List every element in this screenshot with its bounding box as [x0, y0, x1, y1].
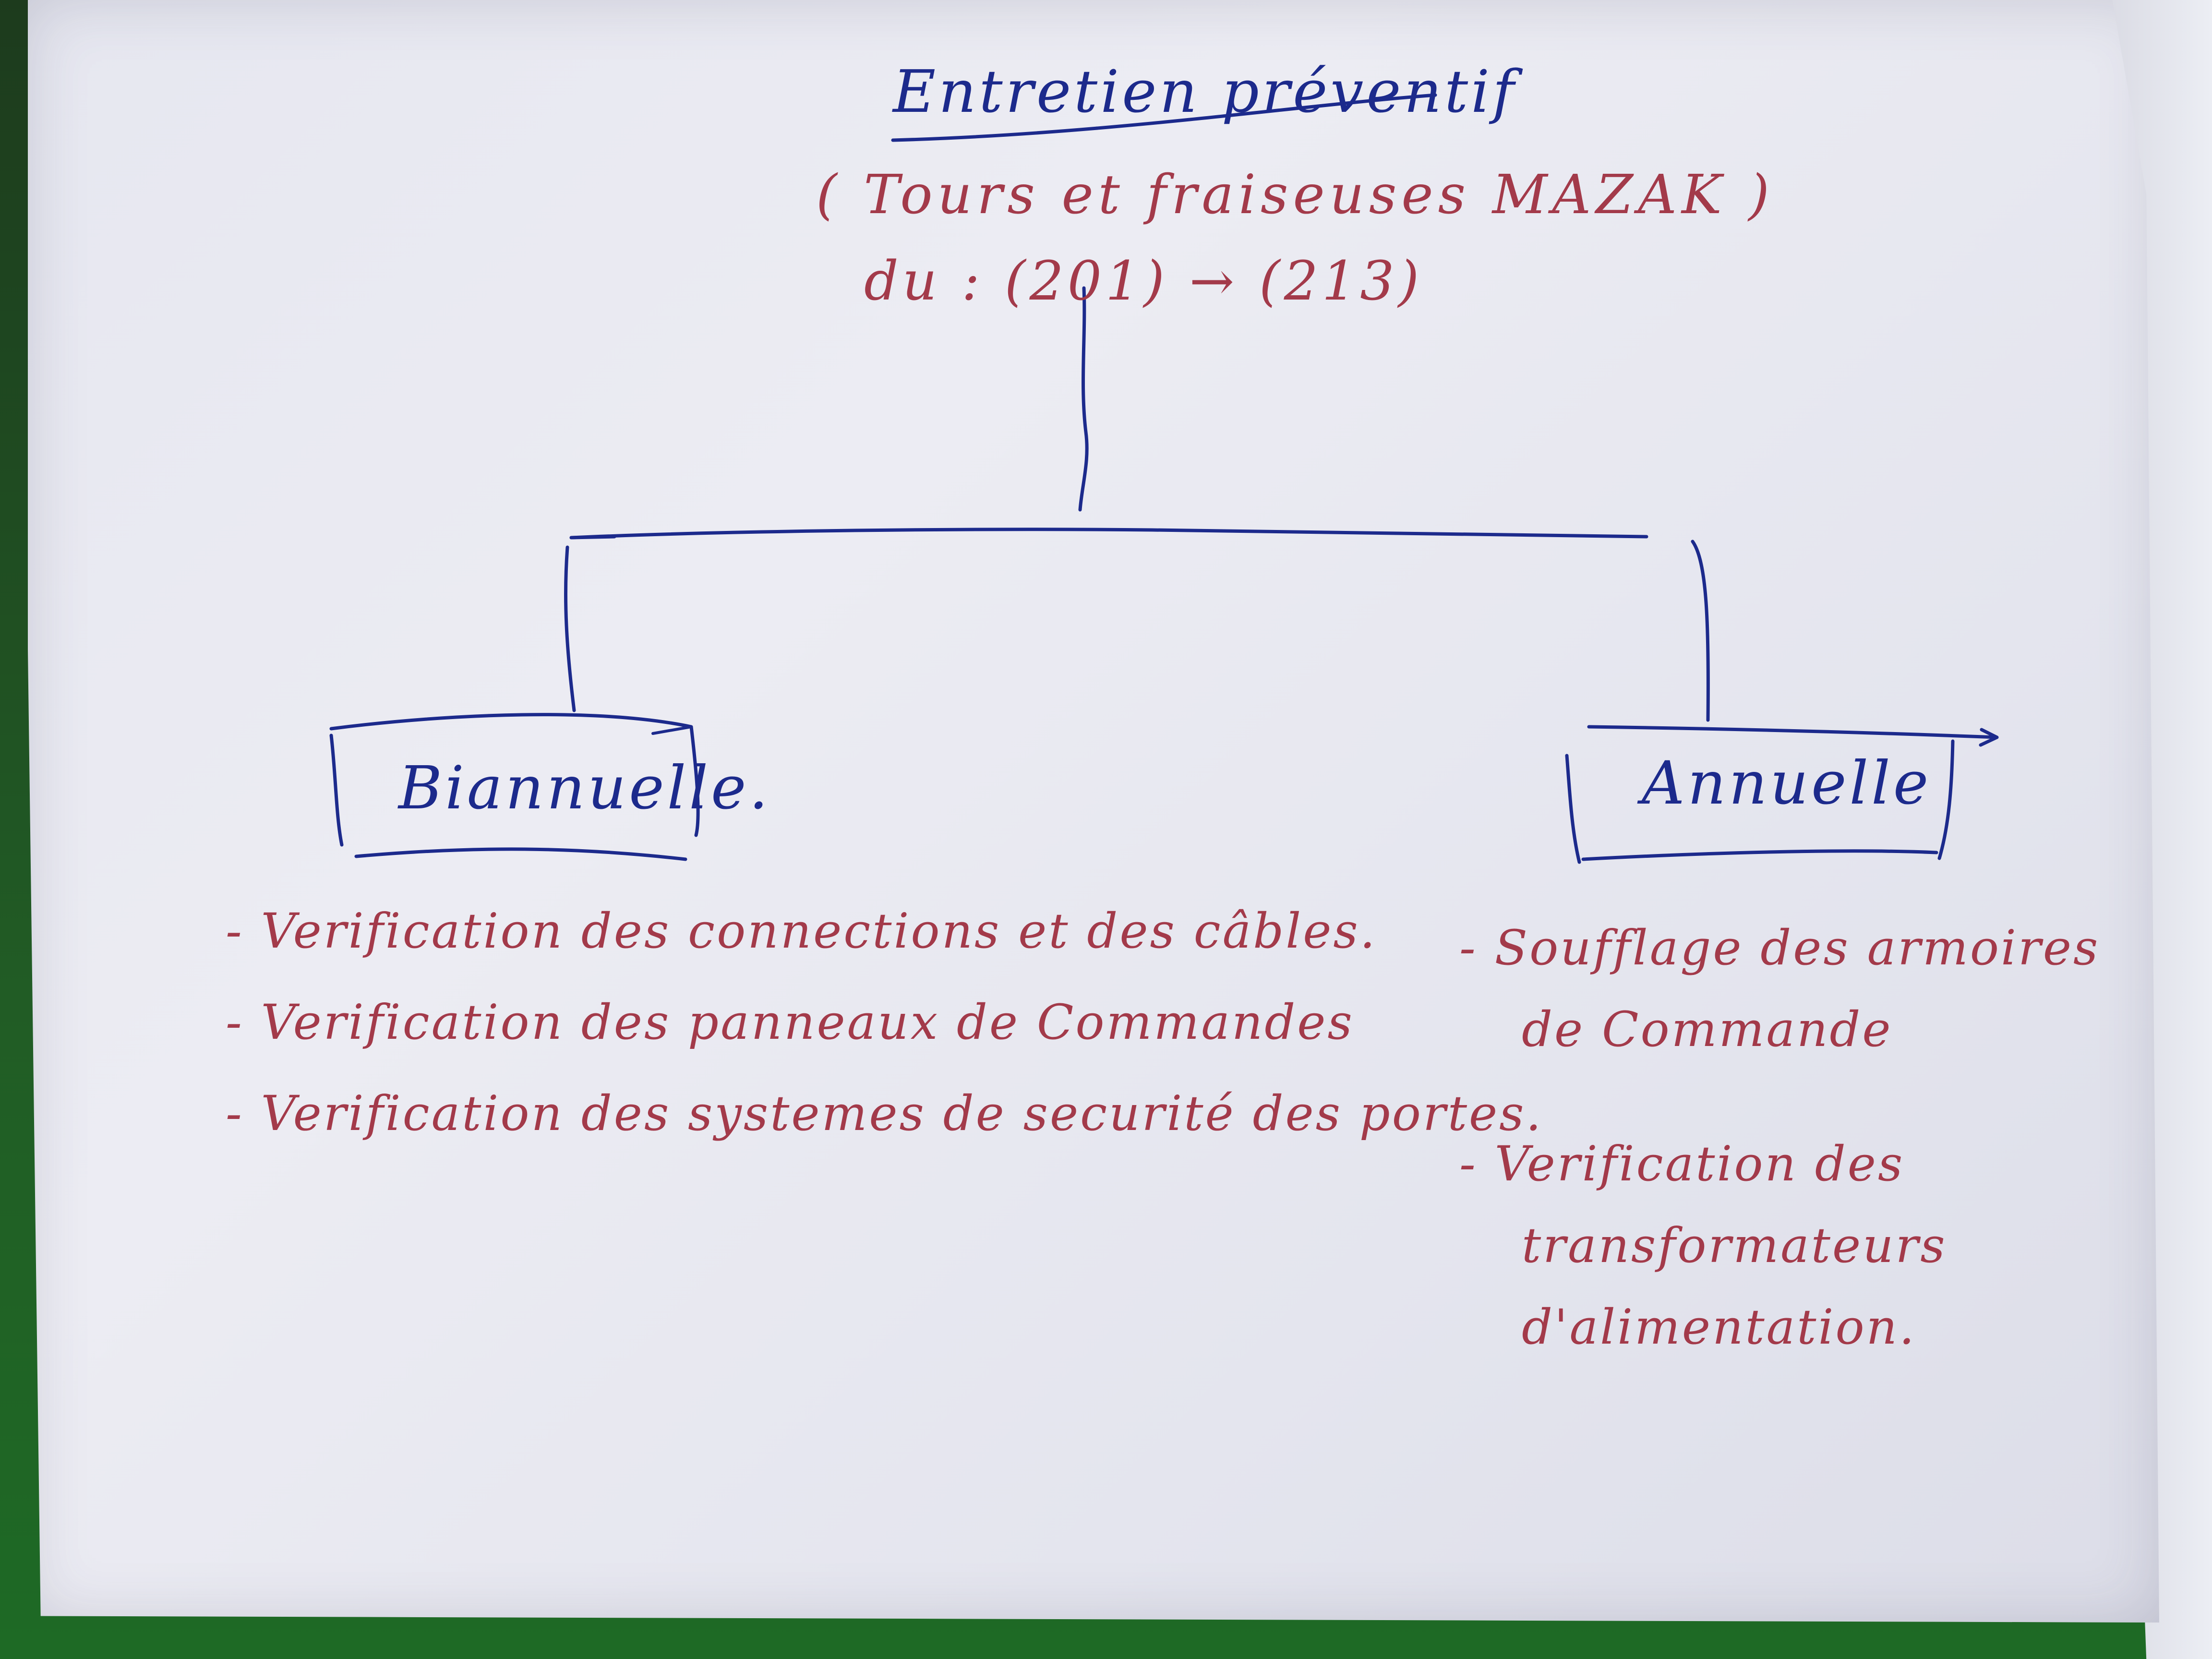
diagram-title: Entretien préventif	[893, 58, 1517, 126]
list-item: - Verification des transformateurs d'ali…	[1459, 1136, 1947, 1355]
list-entry: - Soufflage des armoires de Commande	[1459, 907, 2141, 1070]
list-item: - Verification des panneaux de Commandes	[226, 994, 1354, 1050]
date-range: du : (201) → (213)	[864, 250, 1423, 313]
biannual-task-list: - Verification des connections et des câ…	[226, 903, 1543, 1181]
list-item: - Verification des connections et des câ…	[226, 903, 1377, 959]
list-entry: - Verification des transformateurs d'ali…	[1459, 1123, 2141, 1368]
diagram-subtitle: ( Tours et fraiseuses MAZAK )	[816, 164, 1774, 226]
list-item: - Verification des systemes de securité …	[226, 1085, 1543, 1142]
list-item: - Soufflage des armoires de Commande	[1459, 920, 2100, 1058]
node-label-annual: Annuelle	[1642, 749, 1932, 818]
annual-task-list: - Soufflage des armoires de Commande - V…	[1459, 907, 2141, 1421]
node-label-biannual: Biannuelle.	[398, 754, 771, 823]
